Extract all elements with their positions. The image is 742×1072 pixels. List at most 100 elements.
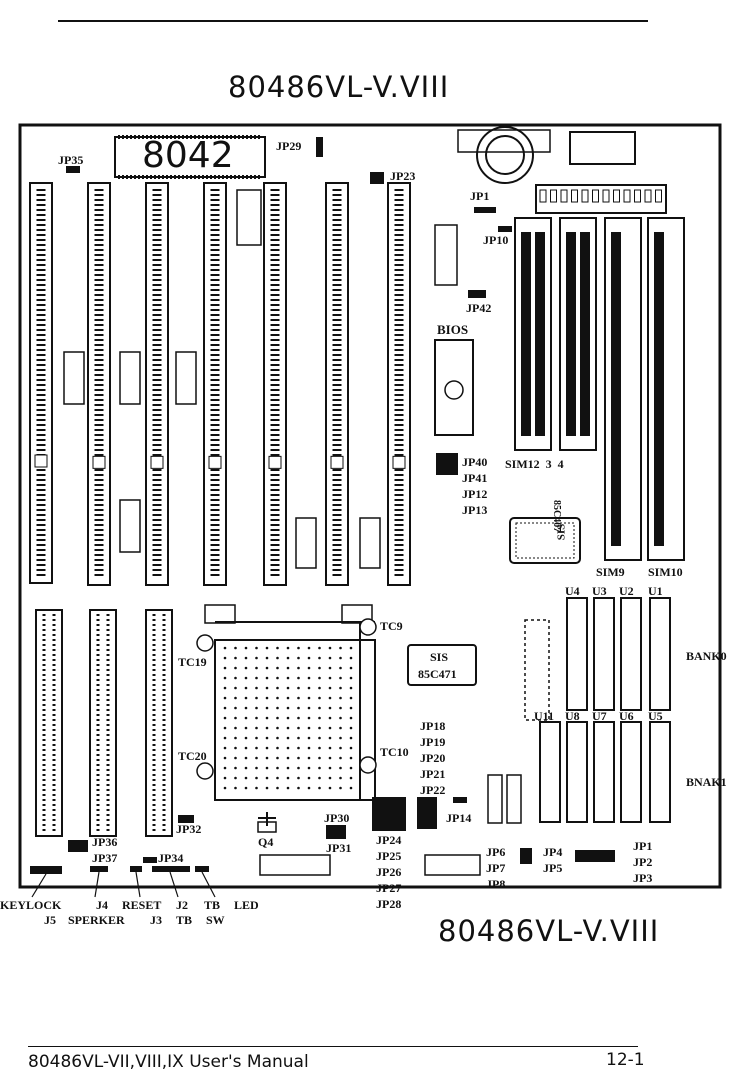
cpu-pin <box>255 656 258 660</box>
cpu-pin <box>307 786 311 790</box>
bios-chip <box>434 339 474 436</box>
tc9-label: TC9 <box>380 619 403 633</box>
simm-contacts <box>580 232 590 436</box>
footer-rule <box>28 1046 638 1047</box>
jp36-label: JP36 <box>92 835 118 849</box>
cpu-pin <box>349 766 353 770</box>
bottom-ic <box>424 854 481 876</box>
sw-label: SW <box>206 913 225 927</box>
cpu-pin <box>328 696 332 700</box>
cpu-pin <box>223 686 227 690</box>
led-label: LED <box>234 898 259 912</box>
cpu-pin <box>339 786 342 790</box>
cpu-pin <box>286 726 290 730</box>
sim9-label: SIM9 <box>596 565 625 579</box>
cpu-pin <box>234 686 237 690</box>
cpu-pin <box>349 696 353 700</box>
cpu-pin <box>276 666 279 670</box>
cpu-pin <box>234 746 237 750</box>
cpu-pin <box>244 746 248 750</box>
cpu-pin <box>328 656 332 660</box>
sis-85c471-label-1: SIS <box>430 650 449 664</box>
cpu-pin <box>349 726 353 730</box>
jp6-jumper <box>520 848 532 864</box>
power-pins <box>539 189 662 203</box>
jp21-label: JP21 <box>420 767 446 781</box>
cpu-pin <box>223 716 227 720</box>
cpu-pin <box>318 786 321 790</box>
simm-socket <box>559 217 597 451</box>
jp28-label: JP28 <box>376 897 402 911</box>
cpu-pin <box>286 786 290 790</box>
cpu-pin <box>255 686 258 690</box>
power-pin <box>634 189 641 203</box>
j5-label: J5 <box>44 913 56 927</box>
cpu-pin <box>255 766 258 770</box>
cpu-pin <box>307 726 311 730</box>
cpu-pin <box>286 736 290 740</box>
jp42-jumper <box>468 290 486 298</box>
cpu-pin <box>234 716 237 720</box>
cpu-pin <box>349 666 353 670</box>
cpu-pin <box>255 736 258 740</box>
cpu-pin <box>297 776 300 780</box>
tc10-capacitor <box>359 756 377 774</box>
simm-contacts <box>521 232 531 436</box>
cpu-pin <box>349 716 353 720</box>
cpu-pin <box>244 766 248 770</box>
cpu-pin <box>297 786 300 790</box>
q4-transistor <box>257 812 277 833</box>
jp19-label: JP19 <box>420 735 446 749</box>
dram-chip-bank0 <box>593 597 615 711</box>
small-ic <box>175 351 197 405</box>
cpu-pin <box>244 696 248 700</box>
j3-label: J3 <box>150 913 162 927</box>
cpu-pin <box>244 716 248 720</box>
jp4-jumper <box>575 850 615 862</box>
cpu-pin <box>318 746 321 750</box>
cpu-pin <box>318 676 321 680</box>
small-ic <box>119 499 141 553</box>
cpu-pin <box>318 716 321 720</box>
isa-slot-key <box>392 455 406 469</box>
footer-page-number: 12-1 <box>606 1050 645 1070</box>
cpu-pin <box>265 646 269 650</box>
power-pin <box>644 189 652 203</box>
cpu-pin <box>328 776 332 780</box>
cpu-pin <box>286 716 290 720</box>
small-ic <box>295 517 317 569</box>
cpu-pin <box>234 656 237 660</box>
cpu-pin <box>328 766 332 770</box>
cpu-pin <box>265 716 269 720</box>
power-pin <box>592 189 599 203</box>
j2-label: J2 <box>176 898 188 912</box>
cpu-pin <box>349 736 353 740</box>
jp42-label: JP42 <box>466 301 492 315</box>
bank1-chip-label: U7 <box>592 709 607 723</box>
cpu-pin <box>328 666 332 670</box>
jp36-jumper <box>68 840 88 852</box>
jp18-label: JP18 <box>420 719 446 733</box>
sis-85c407-label-2: 85C407 <box>551 500 562 533</box>
cpu-pin <box>234 776 237 780</box>
cpu-pin <box>255 716 258 720</box>
cpu-pin <box>286 686 290 690</box>
power-pin <box>655 189 662 203</box>
cpu-pin <box>297 746 300 750</box>
jp1-top-jumper <box>474 207 496 213</box>
jp34-jumper <box>143 857 157 863</box>
cpu-pin <box>328 756 332 760</box>
led-connector <box>195 866 209 872</box>
cpu-pin <box>234 696 237 700</box>
simm-contacts <box>611 232 621 546</box>
cpu-pin <box>297 646 300 650</box>
cpu-pin <box>318 726 321 730</box>
vertical-ic <box>487 774 503 824</box>
cpu-pin <box>255 676 258 680</box>
cpu-pin <box>234 676 237 680</box>
isa-slot-key <box>34 454 48 468</box>
jp23-label: JP23 <box>390 169 416 183</box>
cpu-pin <box>276 716 279 720</box>
footer-manual-title: 80486VL-VII,VIII,IX User's Manual <box>28 1052 309 1072</box>
cpu-pin <box>223 746 227 750</box>
